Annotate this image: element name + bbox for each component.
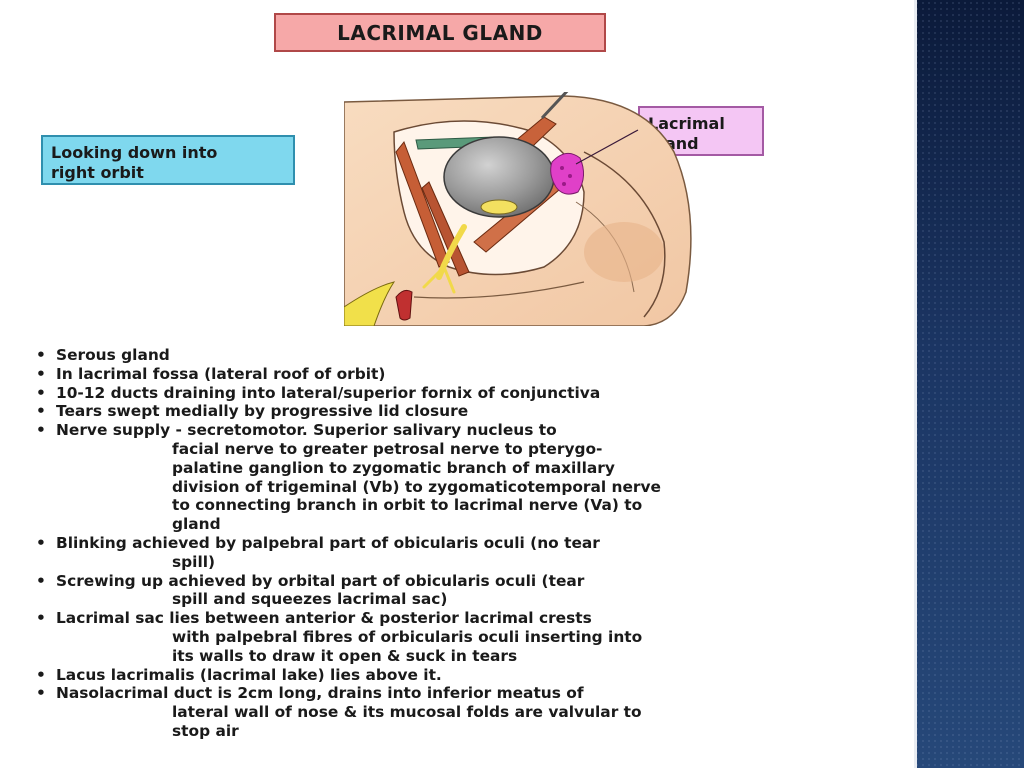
gland-pointer: [575, 129, 639, 165]
bullet-item: Lacus lacrimalis (lacrimal lake) lies ab…: [32, 666, 892, 685]
probe: [540, 92, 569, 120]
callout-looking-down-line-2: right orbit: [51, 163, 144, 182]
nerve-branch: [422, 265, 456, 294]
callout-lacrimal-gland-line-1: Lacrimal: [648, 114, 725, 133]
cornea: [480, 199, 518, 215]
lateral-wall: [583, 151, 666, 318]
sidebar-texture: [914, 0, 1024, 768]
optic-nerve: [436, 224, 467, 280]
sidebar-edge-line: [914, 0, 917, 768]
lacrimal-gland: [550, 152, 584, 195]
bullet-item: Screwing up achieved by orbital part of …: [32, 572, 892, 610]
decorative-sidebar: [914, 0, 1024, 768]
bullet-item: 10-12 ducts draining into lateral/superi…: [32, 384, 892, 403]
bullet-item: Blinking achieved by palpebral part of o…: [32, 534, 892, 572]
orbit-diagram: [344, 92, 692, 326]
bullet-list: Serous gland In lacrimal fossa (lateral …: [32, 346, 892, 741]
vessel: [395, 289, 413, 321]
bullet-item: Lacrimal sac lies between anterior & pos…: [32, 609, 892, 665]
medial-rectus-muscle: [395, 141, 450, 268]
callout-looking-down: Looking down into right orbit: [41, 135, 295, 185]
floor-curve: [413, 281, 585, 299]
bullet-item: Serous gland: [32, 346, 892, 365]
bullet-item: Tears swept medially by progressive lid …: [32, 402, 892, 421]
slide-title: LACRIMAL GLAND: [274, 13, 606, 52]
bullet-item: Nasolacrimal duct is 2cm long, drains in…: [32, 684, 892, 740]
slide: LACRIMAL GLAND Looking down into right o…: [0, 0, 914, 768]
bullet-item: Nerve supply - secretomotor. Superior sa…: [32, 421, 892, 534]
bone-shading: [584, 222, 664, 282]
callout-looking-down-line-1: Looking down into: [51, 143, 218, 162]
bullet-item: In lacrimal fossa (lateral roof of orbit…: [32, 365, 892, 384]
nasolacrimal-structure: [344, 281, 396, 326]
